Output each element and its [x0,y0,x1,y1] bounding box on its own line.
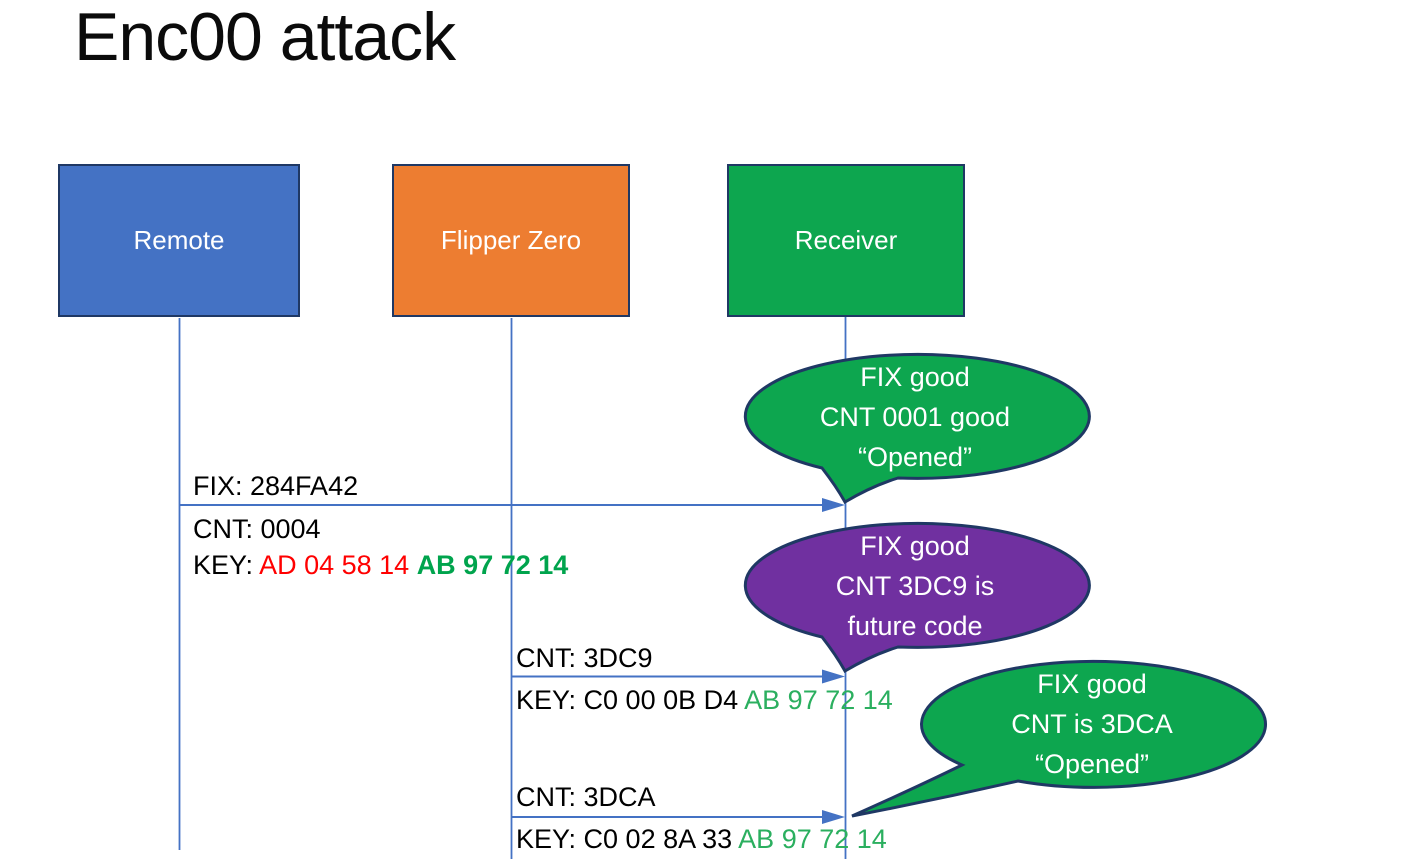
key-label: KEY: C0 02 8A 33 [516,824,739,854]
callout-line: FIX good [860,531,970,561]
message-1-fix: FIX: 284FA42 [193,470,358,503]
callout-text-2: FIX good CNT 3DC9 is future code [743,526,1087,646]
key-label: KEY: [193,550,260,580]
cnt-value: CNT: 3DCA [516,782,656,812]
callout-text-3: FIX good CNT is 3DCA “Opened” [920,664,1264,784]
arrow-head-icon [822,669,845,684]
actor-label-receiver: Receiver [794,225,898,255]
callout-line: FIX good [860,362,970,392]
message-3-key: KEY: C0 02 8A 33 AB 97 72 14 [516,823,887,856]
fix-value: FIX: 284FA42 [193,471,359,501]
actor-label-flipper-zero: Flipper Zero [440,225,582,255]
callout-text-1: FIX good CNT 0001 good “Opened” [743,357,1087,477]
actor-box-remote: Remote [58,164,300,317]
callout-bubble-green-2 [851,659,1268,818]
callout-line: CNT is 3DCA [1011,709,1173,739]
callout-line: FIX good [1037,669,1147,699]
callout-bubble-green-1 [743,352,1091,505]
message-3-cnt: CNT: 3DCA [516,781,656,814]
message-arrow-1 [179,498,845,512]
actor-box-flipper-zero: Flipper Zero [392,164,630,317]
callout-bubble-purple [743,521,1091,674]
message-1-cnt: CNT: 0004 [193,513,321,546]
callout-line: “Opened” [1034,749,1150,779]
message-2-cnt: CNT: 3DC9 [516,642,653,675]
cnt-value: CNT: 3DC9 [516,643,653,673]
callout-line: “Opened” [857,442,973,472]
message-1-key: KEY: AD 04 58 14 AB 97 72 14 [193,549,568,582]
key-fixed-bytes: AB 97 72 14 [744,685,893,715]
message-2-key: KEY: C0 00 0B D4 AB 97 72 14 [516,684,893,717]
actor-box-receiver: Receiver [727,164,965,317]
key-fixed-bytes: AB 97 72 14 [738,824,887,854]
cnt-value: CNT: 0004 [193,514,321,544]
callout-line: future code [847,611,983,641]
key-changing-bytes: AD 04 58 14 [259,550,417,580]
arrow-head-icon [822,498,845,512]
message-arrow-2 [511,669,845,684]
actor-label-remote: Remote [133,225,225,255]
key-fixed-bytes: AB 97 72 14 [416,550,569,580]
slide-title: Enc00 attack [74,0,456,75]
key-label: KEY: C0 00 0B D4 [516,685,745,715]
message-arrow-3 [511,810,845,824]
arrow-head-icon [822,810,845,824]
callout-line: CNT 0001 good [819,402,1011,432]
callout-line: CNT 3DC9 is [835,571,995,601]
